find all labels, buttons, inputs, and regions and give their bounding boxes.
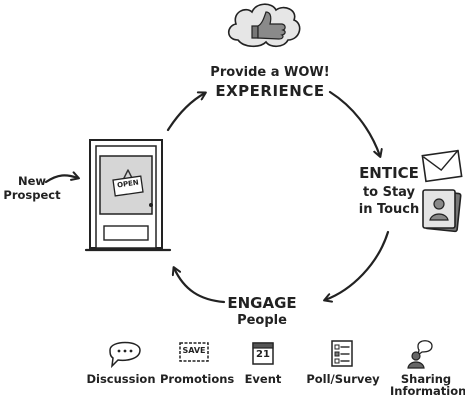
save-tag-icon — [179, 342, 209, 362]
prospect-label-line1: New — [17, 174, 47, 188]
sharing-information-label: Sharing Information — [390, 372, 465, 399]
arrow-prospect-to-door — [44, 171, 80, 184]
arrow-wow-to-entice — [328, 90, 383, 158]
event-label: Event — [244, 372, 282, 386]
entice-title-line3: in Touch — [358, 202, 420, 217]
discussion-label: Discussion — [86, 372, 156, 386]
entice-title-line1: ENTICE — [359, 164, 419, 182]
arrow-door-to-wow — [166, 91, 207, 132]
thumbs-up-cloud-icon — [227, 3, 301, 48]
wow-title-line1: Provide a WOW! — [210, 65, 330, 80]
save-tag-text: SAVE — [182, 346, 206, 355]
engage-title-line1: ENGAGE — [227, 294, 297, 312]
checklist-icon — [331, 340, 353, 367]
calendar-icon — [252, 342, 274, 365]
entice-title-line2: to Stay — [362, 185, 416, 200]
door-icon — [84, 139, 172, 252]
sharing-label-line2: Information — [390, 384, 465, 399]
wow-title-line2: EXPERIENCE — [215, 82, 325, 100]
poll-survey-label: Poll/Survey — [306, 372, 380, 386]
address-book-icon — [422, 189, 462, 233]
envelope-icon — [421, 149, 463, 183]
sharing-label-line1: Sharing — [400, 372, 452, 386]
arrow-engage-to-door — [171, 266, 226, 304]
arrow-entice-to-engage — [323, 230, 390, 303]
calendar-day-text: 21 — [256, 349, 270, 360]
promotions-label: Promotions — [160, 372, 235, 386]
speech-bubble-icon — [109, 341, 141, 369]
person-speaking-icon — [407, 340, 433, 369]
prospect-label-line2: Prospect — [3, 188, 61, 202]
engage-title-line2: People — [237, 313, 287, 328]
